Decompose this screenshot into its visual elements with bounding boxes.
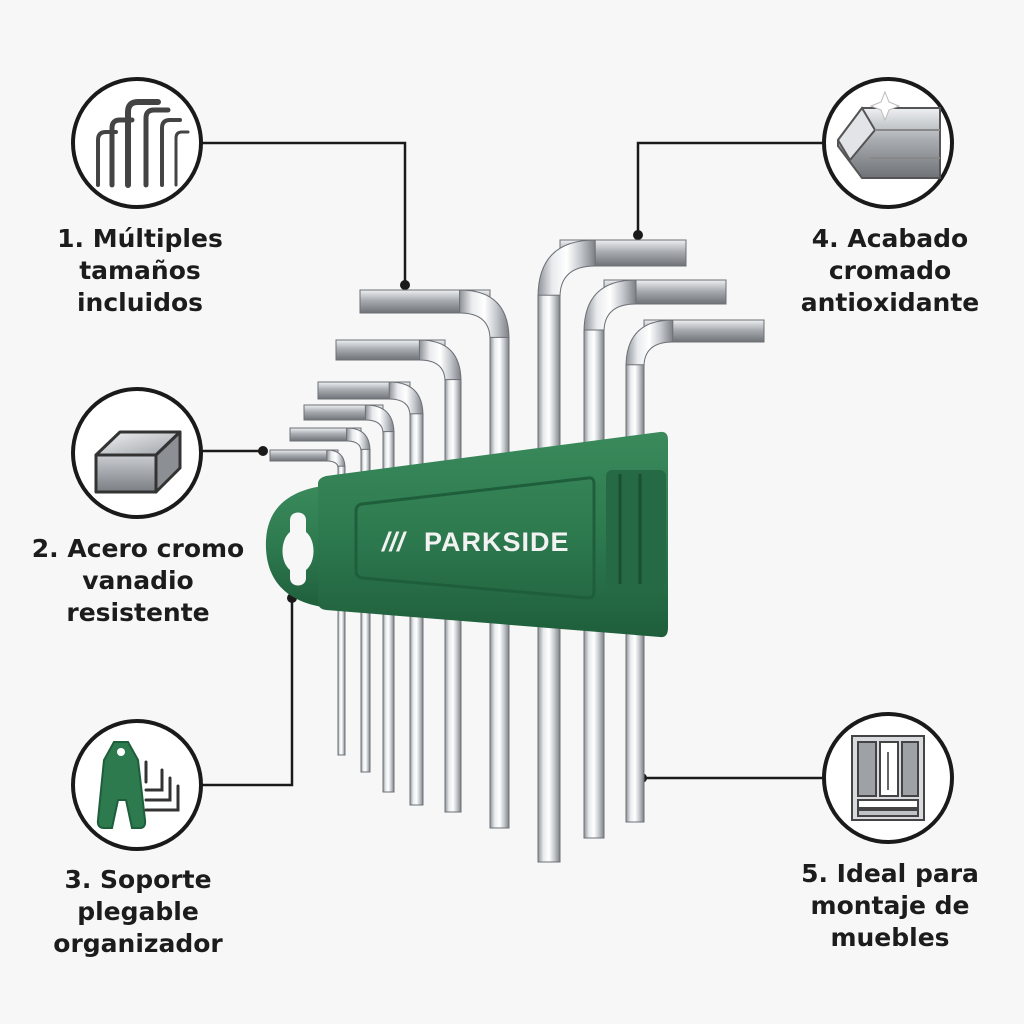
feature-label-4: 4. Acabado cromado antioxidante <box>780 223 1000 319</box>
callout-dot-2 <box>258 446 268 456</box>
sparkle-icon <box>869 90 901 122</box>
folding-holder-icon <box>96 741 180 829</box>
icon-circle <box>71 77 203 209</box>
steel-bar-icon <box>94 430 182 494</box>
feature-label-line: incluidos <box>76 288 204 317</box>
feature-label-line: cromado <box>828 256 952 285</box>
multiple-sizes-icon <box>96 99 190 188</box>
holder-label-panel <box>354 476 596 600</box>
feature-label-line: organizador <box>53 929 223 958</box>
feature-label-line: 1. Múltiples <box>57 224 223 253</box>
feature-icon-5 <box>822 712 954 844</box>
feature-label-line: muebles <box>830 923 950 952</box>
callout-line-4 <box>636 141 826 233</box>
feature-label-line: 4. Acabado <box>811 224 969 253</box>
feature-label-line: 2. Acero cromo <box>31 534 245 563</box>
folding-holder: /// PARKSIDE <box>265 431 668 638</box>
feature-label-line: 5. Ideal para <box>801 859 979 888</box>
feature-icon-3 <box>71 719 203 851</box>
callout-dot-1 <box>400 280 410 290</box>
brand-mark: /// <box>381 527 407 557</box>
feature-icon-4 <box>822 77 954 209</box>
feature-label-3: 3. Soporte plegable organizador <box>38 864 238 960</box>
callout-lines <box>200 141 826 787</box>
brand-name: PARKSIDE <box>424 527 570 557</box>
feature-label-line: resistente <box>66 598 210 627</box>
feature-label-1: 1. Múltiples tamaños incluidos <box>40 223 240 319</box>
feature-label-line: tamaños <box>79 256 201 285</box>
feature-label-5: 5. Ideal para montaje de muebles <box>780 858 1000 954</box>
callout-line-1 <box>200 141 407 283</box>
feature-label-2: 2. Acero cromo vanadio resistente <box>28 533 248 629</box>
feature-label-line: 3. Soporte <box>64 865 212 894</box>
feature-label-line: antioxidante <box>800 288 980 317</box>
feature-label-line: montaje de <box>810 891 970 920</box>
feature-label-line: vanadio <box>82 566 194 595</box>
feature-icon-1 <box>71 77 203 209</box>
feature-icon-2 <box>71 387 203 519</box>
holder-hinge <box>606 470 666 588</box>
feature-label-line: plegable <box>77 897 199 926</box>
wardrobe-icon <box>851 735 925 821</box>
callout-line-3 <box>200 598 294 787</box>
callout-dot-4 <box>633 230 643 240</box>
holder-body <box>318 431 668 638</box>
hang-hole <box>282 512 314 586</box>
chrome-finish-icon <box>836 106 941 179</box>
